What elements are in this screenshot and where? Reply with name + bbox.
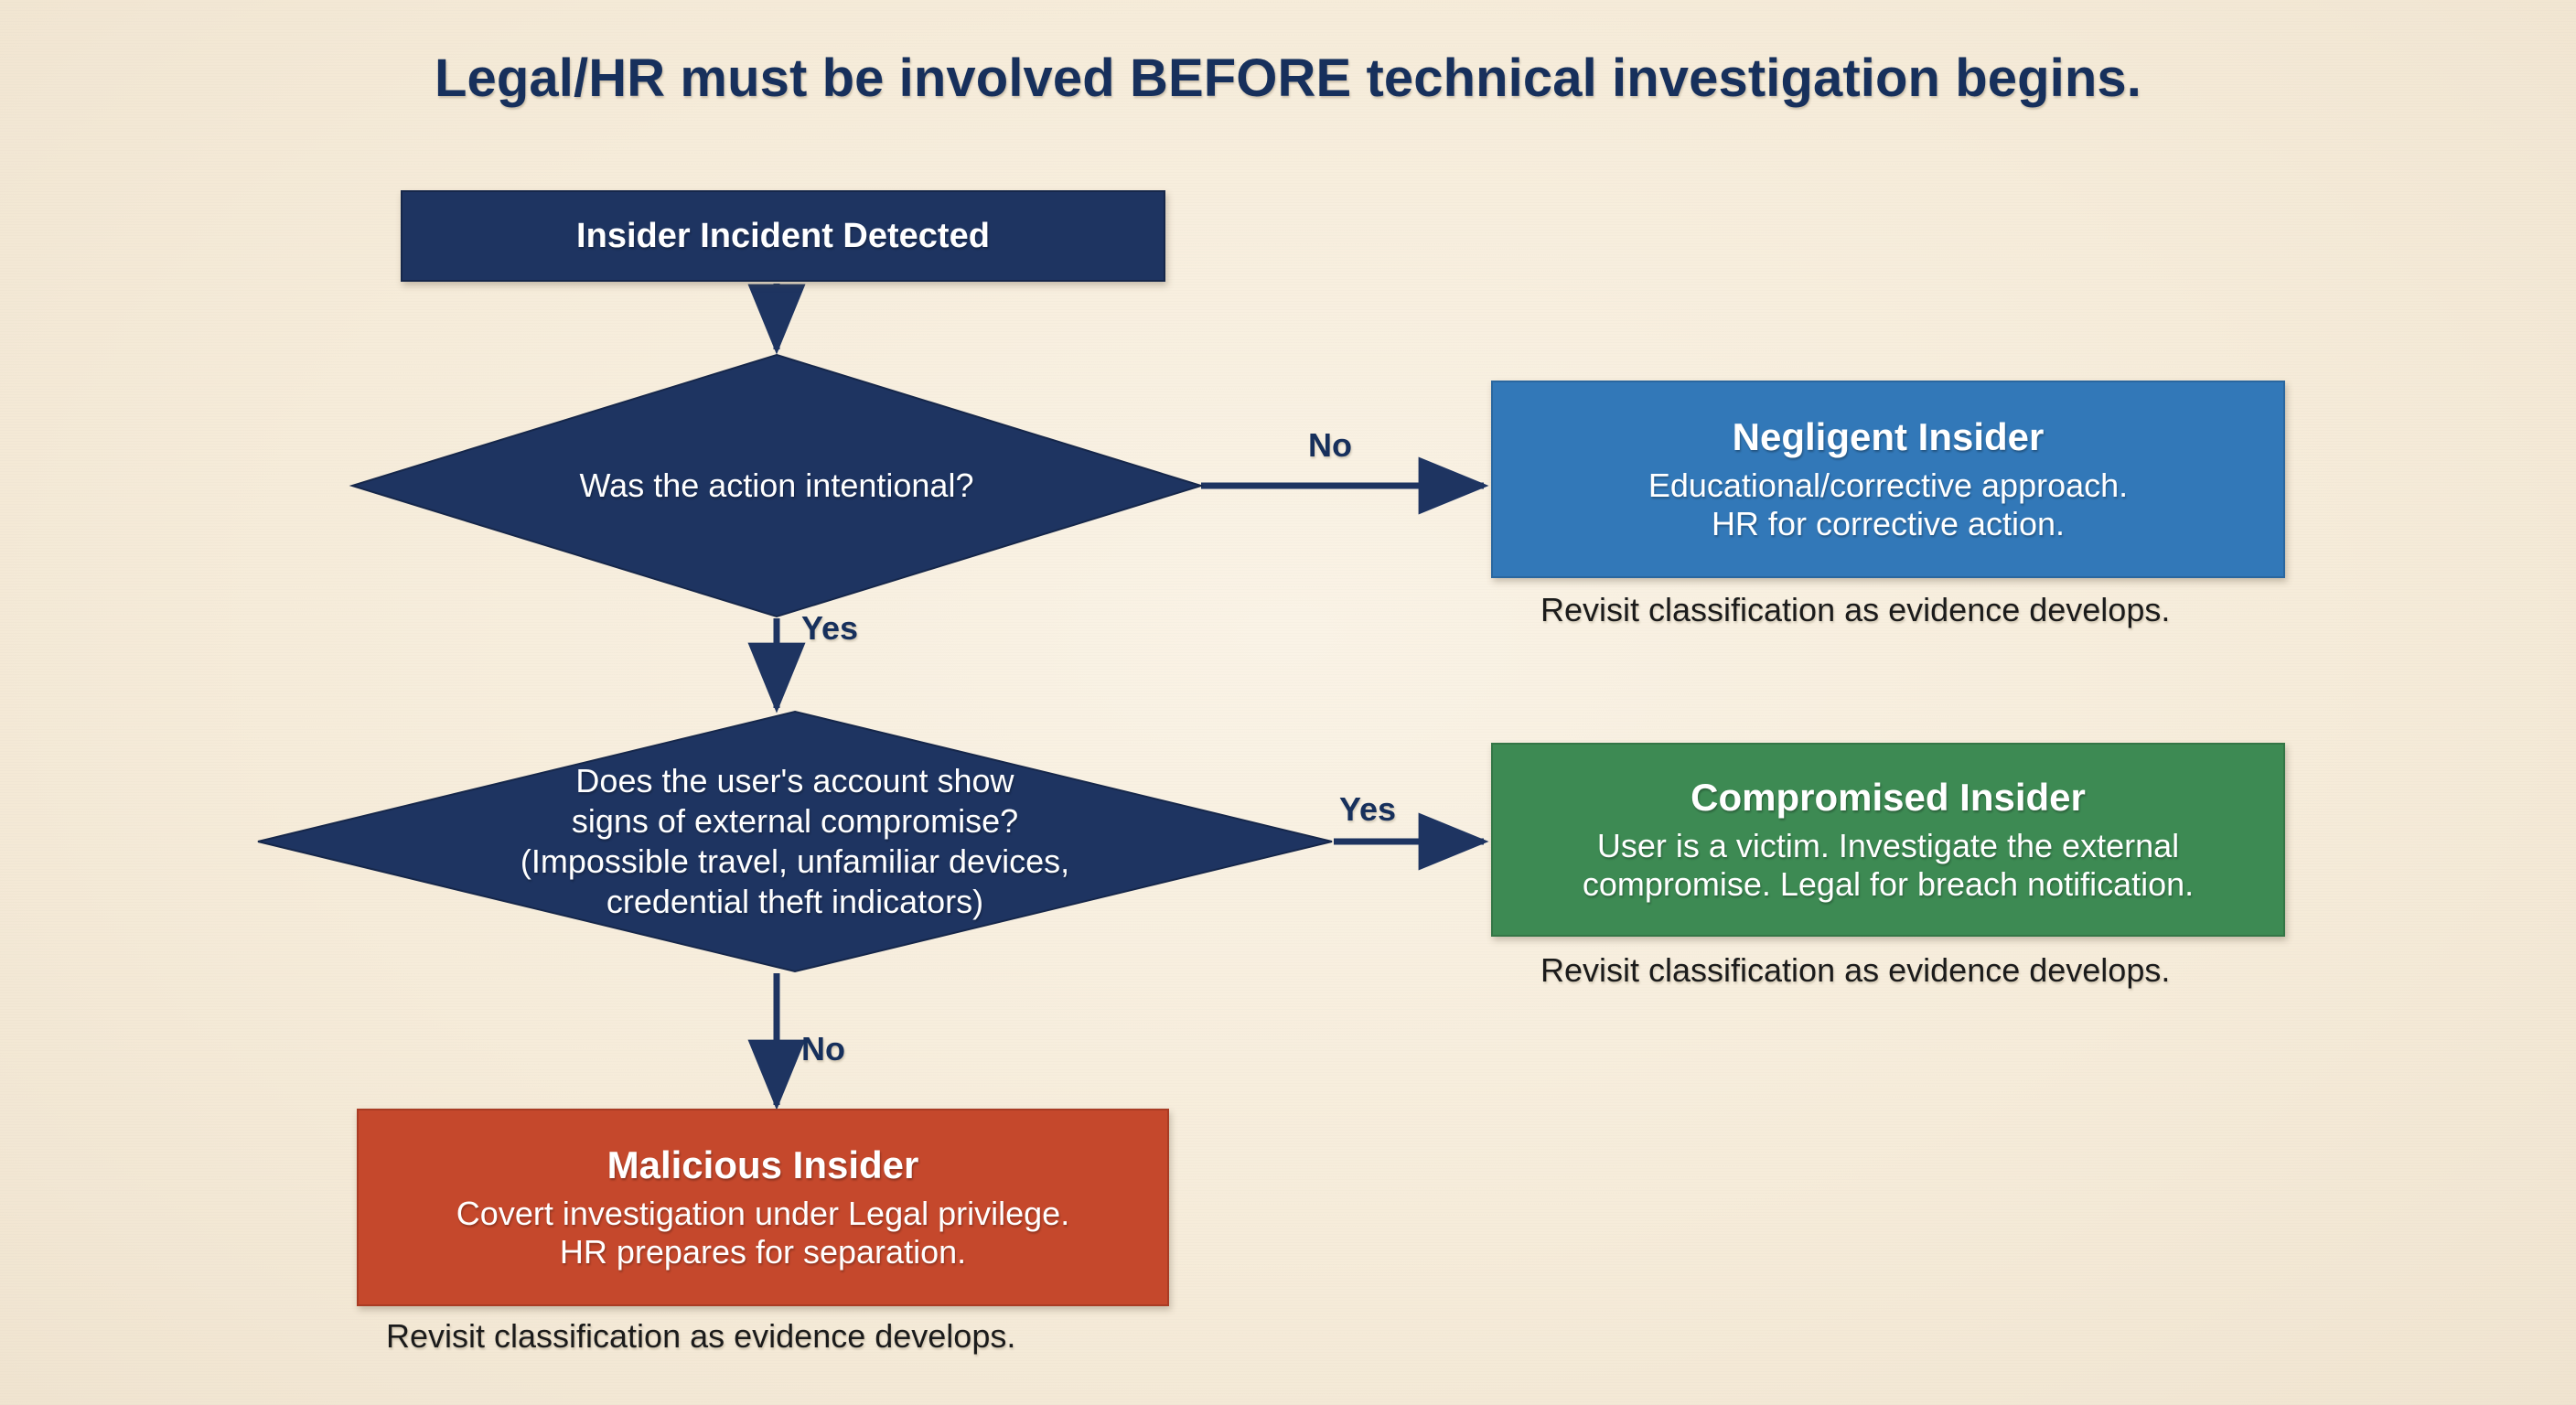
page-title: Legal/HR must be involved BEFORE technic…: [435, 48, 2141, 108]
caption-negligent: Revisit classification as evidence devel…: [1540, 591, 2171, 628]
negligent-line-0: Educational/corrective approach.: [1648, 467, 2129, 505]
caption-malicious: Revisit classification as evidence devel…: [386, 1317, 1016, 1355]
edge-label-decision1-no: No: [1308, 426, 1352, 464]
malicious-line-1: HR prepares for separation.: [559, 1233, 967, 1271]
negligent-line-1: HR for corrective action.: [1711, 505, 2066, 542]
negligent-title: Negligent Insider: [1732, 415, 2045, 459]
edge-label-decision2-yes: Yes: [1339, 790, 1397, 828]
node-negligent-insider[interactable]: Negligent Insider Educational/corrective…: [1491, 381, 2285, 578]
diamond-shape: [349, 353, 1205, 618]
node-compromised-insider[interactable]: Compromised Insider User is a victim. In…: [1491, 743, 2285, 937]
caption-compromised: Revisit classification as evidence devel…: [1540, 951, 2171, 989]
compromised-title: Compromised Insider: [1690, 776, 2086, 820]
malicious-line-0: Covert investigation under Legal privile…: [456, 1195, 1070, 1233]
node-decision-was-action-intentional[interactable]: Was the action intentional?: [349, 353, 1205, 618]
node-insider-incident-detected[interactable]: Insider Incident Detected: [401, 190, 1165, 282]
malicious-title: Malicious Insider: [606, 1143, 919, 1187]
start-node-label: Insider Incident Detected: [576, 216, 990, 255]
node-decision-external-compromise[interactable]: Does the user's account show signs of ex…: [257, 710, 1333, 973]
edge-label-decision1-yes: Yes: [801, 609, 859, 647]
compromised-line-1: compromise. Legal for breach notificatio…: [1582, 865, 2195, 903]
diamond-shape: [257, 710, 1333, 973]
node-malicious-insider[interactable]: Malicious Insider Covert investigation u…: [357, 1109, 1169, 1306]
compromised-line-0: User is a victim. Investigate the extern…: [1596, 827, 2180, 865]
edge-label-decision2-no: No: [801, 1030, 845, 1067]
